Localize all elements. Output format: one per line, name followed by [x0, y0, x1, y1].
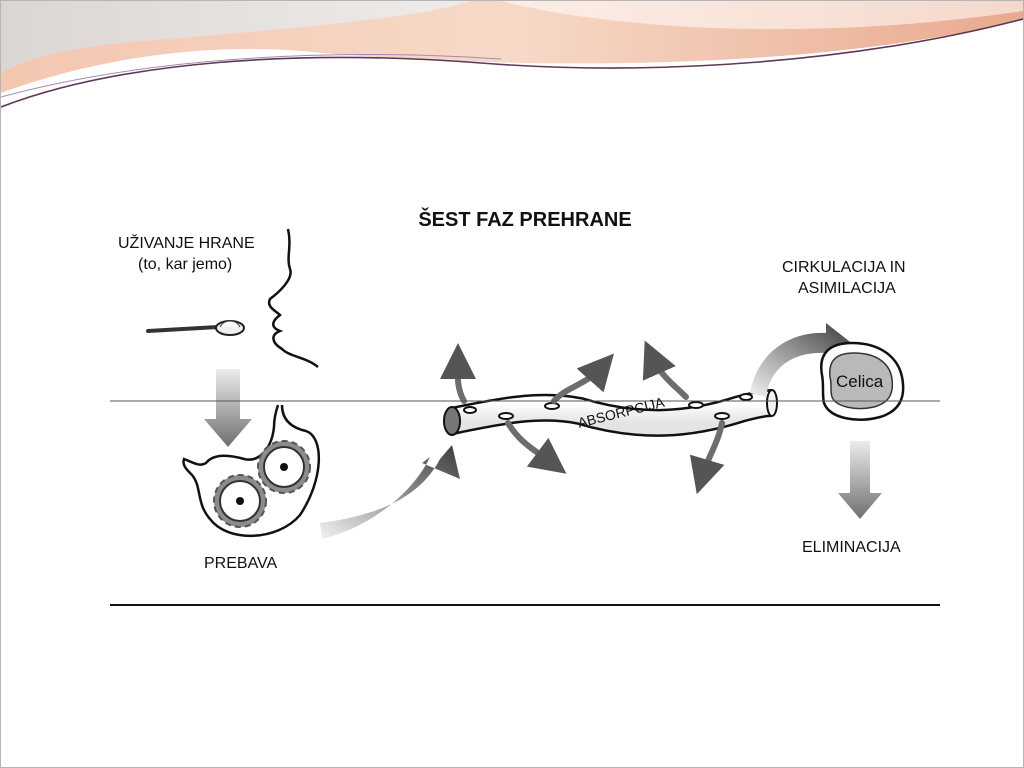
diagram-title: ŠEST FAZ PREHRANE: [418, 209, 632, 231]
arrow-down-ingestion-icon: [204, 369, 252, 447]
header-swoosh-decoration: [1, 1, 1023, 108]
digestion-label: PREBAVA: [204, 555, 278, 572]
elimination-label: ELIMINACIJA: [802, 539, 901, 556]
ingestion-label: UŽIVANJE HRANE: [118, 235, 255, 252]
assimilation-label: ASIMILACIJA: [798, 280, 896, 297]
arrow-down-elimination-icon: [838, 441, 882, 519]
cell-label: Celica: [836, 372, 884, 391]
face-profile-drawing: [267, 228, 319, 368]
arrow-curved-to-absorption-icon: [320, 445, 460, 539]
diffusion-arrow-icon: [439, 340, 725, 495]
circulation-label: CIRKULACIJA IN: [782, 259, 906, 276]
gear-icon: [213, 474, 267, 528]
diagram-graphics: [110, 228, 940, 606]
nutrition-phases-diagram: ŠEST FAZ PREHRANE UŽIVANJE HRANE (to, ka…: [110, 197, 940, 607]
spoon-icon: [146, 320, 245, 336]
arrow-to-cell-icon: [750, 323, 854, 397]
gear-icon: [257, 440, 311, 494]
ingestion-sublabel: (to, kar jemo): [138, 256, 233, 273]
